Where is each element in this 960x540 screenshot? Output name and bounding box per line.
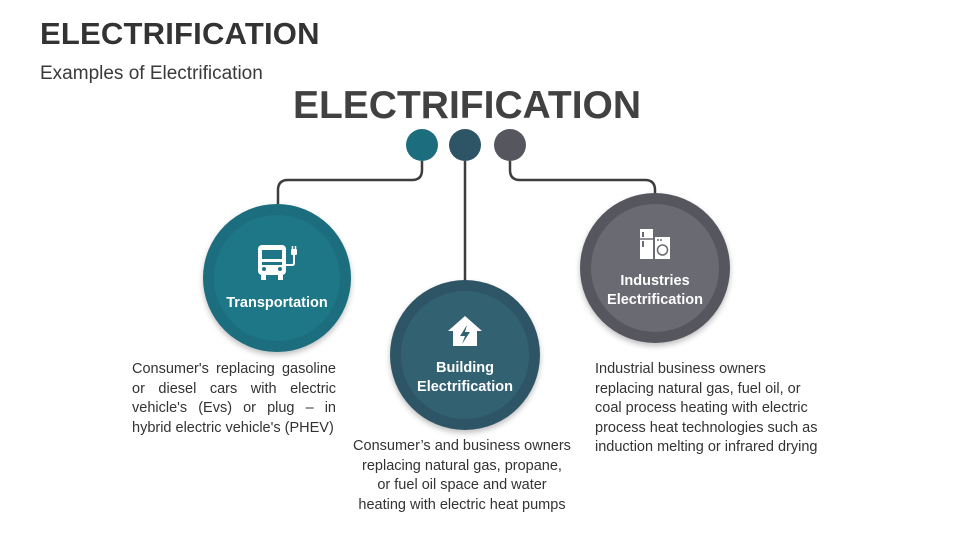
slide-title: ELECTRIFICATION (40, 16, 320, 51)
connector-industries (508, 161, 657, 194)
building-circle: Building Electrification (390, 280, 540, 430)
transportation-description: Consumer's replacing gasoline or diesel … (132, 361, 336, 436)
building-description-line: Consumer’s and business owners (353, 438, 571, 454)
dot-teal (406, 129, 438, 161)
transportation-label: Transportation (226, 295, 328, 311)
building-description-line: heating with electric heat pumps (358, 496, 566, 513)
slide-subtitle: Examples of Electrification (40, 63, 263, 84)
industries-description-line: coal process heating with electric (595, 400, 808, 416)
bus-charging-icon (254, 243, 300, 288)
building-label-line2: Electrification (417, 378, 513, 395)
building-description: Consumer’s and business owners replacing… (340, 437, 584, 515)
industries-description-line: process heat technologies such as (595, 419, 818, 436)
diagram-center-title: ELECTRIFICATION (292, 84, 642, 127)
house-lightning-icon (446, 314, 484, 353)
connector-transportation (276, 161, 424, 204)
dot-gray (494, 129, 526, 161)
industries-label-line2: Electrification (607, 291, 703, 308)
dot-slate (449, 129, 481, 161)
industries-circle: Industries Electrification (580, 193, 730, 343)
transportation-circle: Transportation (203, 204, 351, 352)
industries-description-line: Industrial business owners (595, 361, 766, 377)
industries-description-line: induction melting or infrared drying (595, 439, 818, 455)
industries-description: Industrial business owners replacing nat… (595, 360, 855, 458)
building-label-line1: Building (436, 359, 494, 376)
industries-label-line1: Industries (620, 272, 690, 289)
industries-description-line: replacing natural gas, fuel oil, or (595, 380, 801, 397)
building-description-line: replacing natural gas, propane, (362, 457, 562, 474)
appliances-icon (638, 227, 672, 266)
building-description-line: or fuel oil space and water (377, 477, 547, 493)
